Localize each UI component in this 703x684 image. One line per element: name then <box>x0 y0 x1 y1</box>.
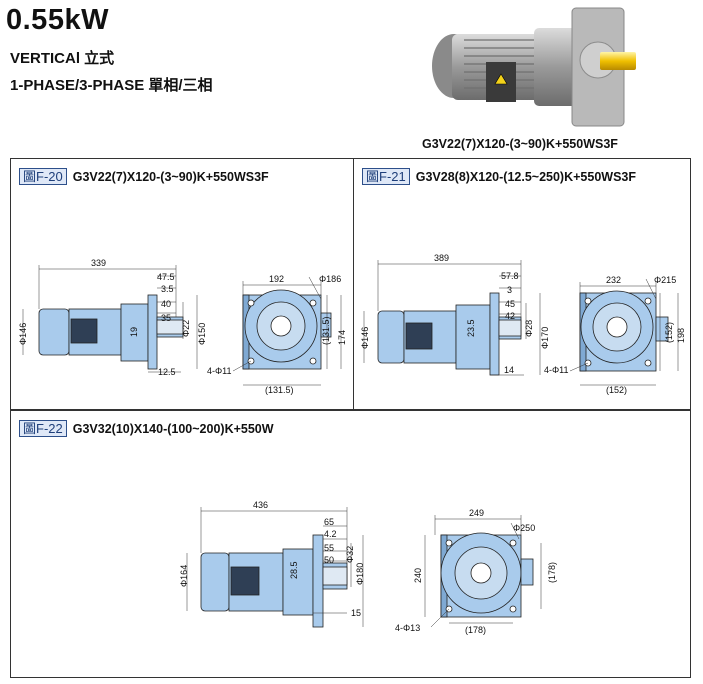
front-view-dims <box>424 515 542 628</box>
dim-motor-diameter: Φ146 <box>360 327 370 349</box>
side-view <box>38 294 184 370</box>
photo-caption: G3V22(7)X120-(3~90)K+550WS3F <box>422 137 618 151</box>
dim-bolt-holes: 4-Φ11 <box>207 366 232 376</box>
dim-front-bolt-spacing-v: (152) <box>664 322 674 343</box>
dim-front-width: 249 <box>469 508 484 518</box>
front-view-labels: 232 Φ215 (152) 198 4-Φ11 (152) <box>544 275 686 395</box>
dim-flange-diameter: Φ170 <box>540 327 550 349</box>
dim-shaft-diameter: Φ32 <box>345 546 355 563</box>
dim-flange-diameter: Φ180 <box>355 563 365 585</box>
front-view-dims <box>232 276 342 386</box>
dim-front-height: 198 <box>676 328 686 343</box>
figure-heading: 圖F-20 G3V22(7)X120-(3~90)K+550WS3F <box>19 168 269 185</box>
side-view-labels: 436 65 4.2 55 50 Φ32 Φ180 28.5 15 Φ164 <box>179 500 365 618</box>
figure-model: G3V32(10)X140-(100~200)K+550W <box>72 422 274 436</box>
side-view-dims <box>363 260 541 376</box>
figure-heading: 圖F-22 G3V32(10)X140-(100~200)K+550W <box>19 420 274 437</box>
front-view-labels: 192 Φ186 (131.5) 174 4-Φ11 (131.5) <box>207 274 347 395</box>
dim-front-bolt-spacing-v: (131.5) <box>321 316 331 345</box>
figure-tag: 圖F-21 <box>362 168 410 185</box>
front-view-dims <box>569 278 679 386</box>
dim-shaft-gap: 3.5 <box>161 284 174 294</box>
dim-bolt-holes: 4-Φ11 <box>544 365 569 375</box>
dim-flange-thickness: 15 <box>351 608 361 618</box>
dim-front-pcd: Φ215 <box>654 275 676 285</box>
dim-shaft-length: 57.8 <box>501 271 519 281</box>
dim-front-bolt-spacing-h: (131.5) <box>265 385 294 395</box>
dim-shaft-key-length: 55 <box>324 543 334 553</box>
side-view-labels: 339 47.5 3.5 40 35 Φ22 Φ150 19 12.5 Φ146 <box>18 258 207 377</box>
side-view-dims <box>186 507 364 627</box>
front-view <box>579 290 669 372</box>
side-and-front-view-drawing: 339 47.5 3.5 40 35 Φ22 Φ150 19 12.5 Φ146 <box>18 258 347 395</box>
dim-motor-diameter: Φ146 <box>18 323 28 345</box>
dim-overall-length: 339 <box>91 258 106 268</box>
dim-shaft-diameter: Φ28 <box>524 320 534 337</box>
side-and-front-view-drawing: 389 57.8 3 45 42 Φ28 Φ170 23.5 14 Φ146 <box>360 253 686 395</box>
dim-key-length: 35 <box>161 313 171 323</box>
dim-shaft-diameter: Φ22 <box>181 320 191 337</box>
figure-panel-f21: 圖F-21 G3V28(8)X120-(12.5~250)K+550WS3F <box>353 158 691 410</box>
phase-subtitle: 1-PHASE/3-PHASE 單相/三相 <box>10 77 213 94</box>
page-title: 0.55kW <box>6 4 109 36</box>
dim-flange-thickness: 14 <box>504 365 514 375</box>
dim-motor-diameter: Φ164 <box>179 565 189 587</box>
front-view-labels: 249 Φ250 (178) 240 4-Φ13 (178) <box>395 508 557 635</box>
dim-front-height: 174 <box>337 330 347 345</box>
side-view-labels: 389 57.8 3 45 42 Φ28 Φ170 23.5 14 Φ146 <box>360 253 550 375</box>
dim-shaft-length: 47.5 <box>157 272 175 282</box>
figure-model: G3V22(7)X120-(3~90)K+550WS3F <box>72 170 269 184</box>
dim-flange-diameter: Φ150 <box>197 323 207 345</box>
figure-panel-f20: 圖F-20 G3V22(7)X120-(3~90)K+550WS3F <box>10 158 355 410</box>
dim-shaft-gap: 4.2 <box>324 529 337 539</box>
dim-front-bolt-spacing-v: (178) <box>547 562 557 583</box>
dim-front-height: 240 <box>413 568 423 583</box>
dim-key-length: 50 <box>324 555 334 565</box>
side-view <box>377 292 522 376</box>
dim-flange-thickness: 12.5 <box>158 367 176 377</box>
front-view <box>242 289 332 370</box>
dim-offset: 19 <box>129 327 139 337</box>
dim-bolt-holes: 4-Φ13 <box>395 623 420 633</box>
figure-tag: 圖F-20 <box>19 168 67 185</box>
side-and-front-view-drawing: 436 65 4.2 55 50 Φ32 Φ180 28.5 15 Φ164 <box>179 500 557 635</box>
dim-front-pcd: Φ250 <box>513 523 535 533</box>
dim-shaft-length: 65 <box>324 517 334 527</box>
dim-front-pcd: Φ186 <box>319 274 341 284</box>
side-view-dims <box>22 265 198 373</box>
dim-offset: 23.5 <box>466 319 476 337</box>
figure-tag: 圖F-22 <box>19 420 67 437</box>
dim-shaft-key-length: 45 <box>505 299 515 309</box>
dim-offset: 28.5 <box>289 561 299 579</box>
dim-front-bolt-spacing-h: (152) <box>606 385 627 395</box>
dim-key-length: 42 <box>505 311 515 321</box>
dim-shaft-gap: 3 <box>507 285 512 295</box>
figure-heading: 圖F-21 G3V28(8)X120-(12.5~250)K+550WS3F <box>362 168 636 185</box>
figure-model: G3V28(8)X120-(12.5~250)K+550WS3F <box>415 170 636 184</box>
gear-motor-photo <box>432 7 636 127</box>
front-view <box>440 532 534 618</box>
dim-front-bolt-spacing-h: (178) <box>465 625 486 635</box>
dim-overall-length: 389 <box>434 253 449 263</box>
dim-shaft-key-length: 40 <box>161 299 171 309</box>
dim-front-width: 192 <box>269 274 284 284</box>
dim-overall-length: 436 <box>253 500 268 510</box>
mount-subtitle: VERTICAl 立式 <box>10 50 115 67</box>
dim-front-width: 232 <box>606 275 621 285</box>
side-view <box>200 534 348 628</box>
